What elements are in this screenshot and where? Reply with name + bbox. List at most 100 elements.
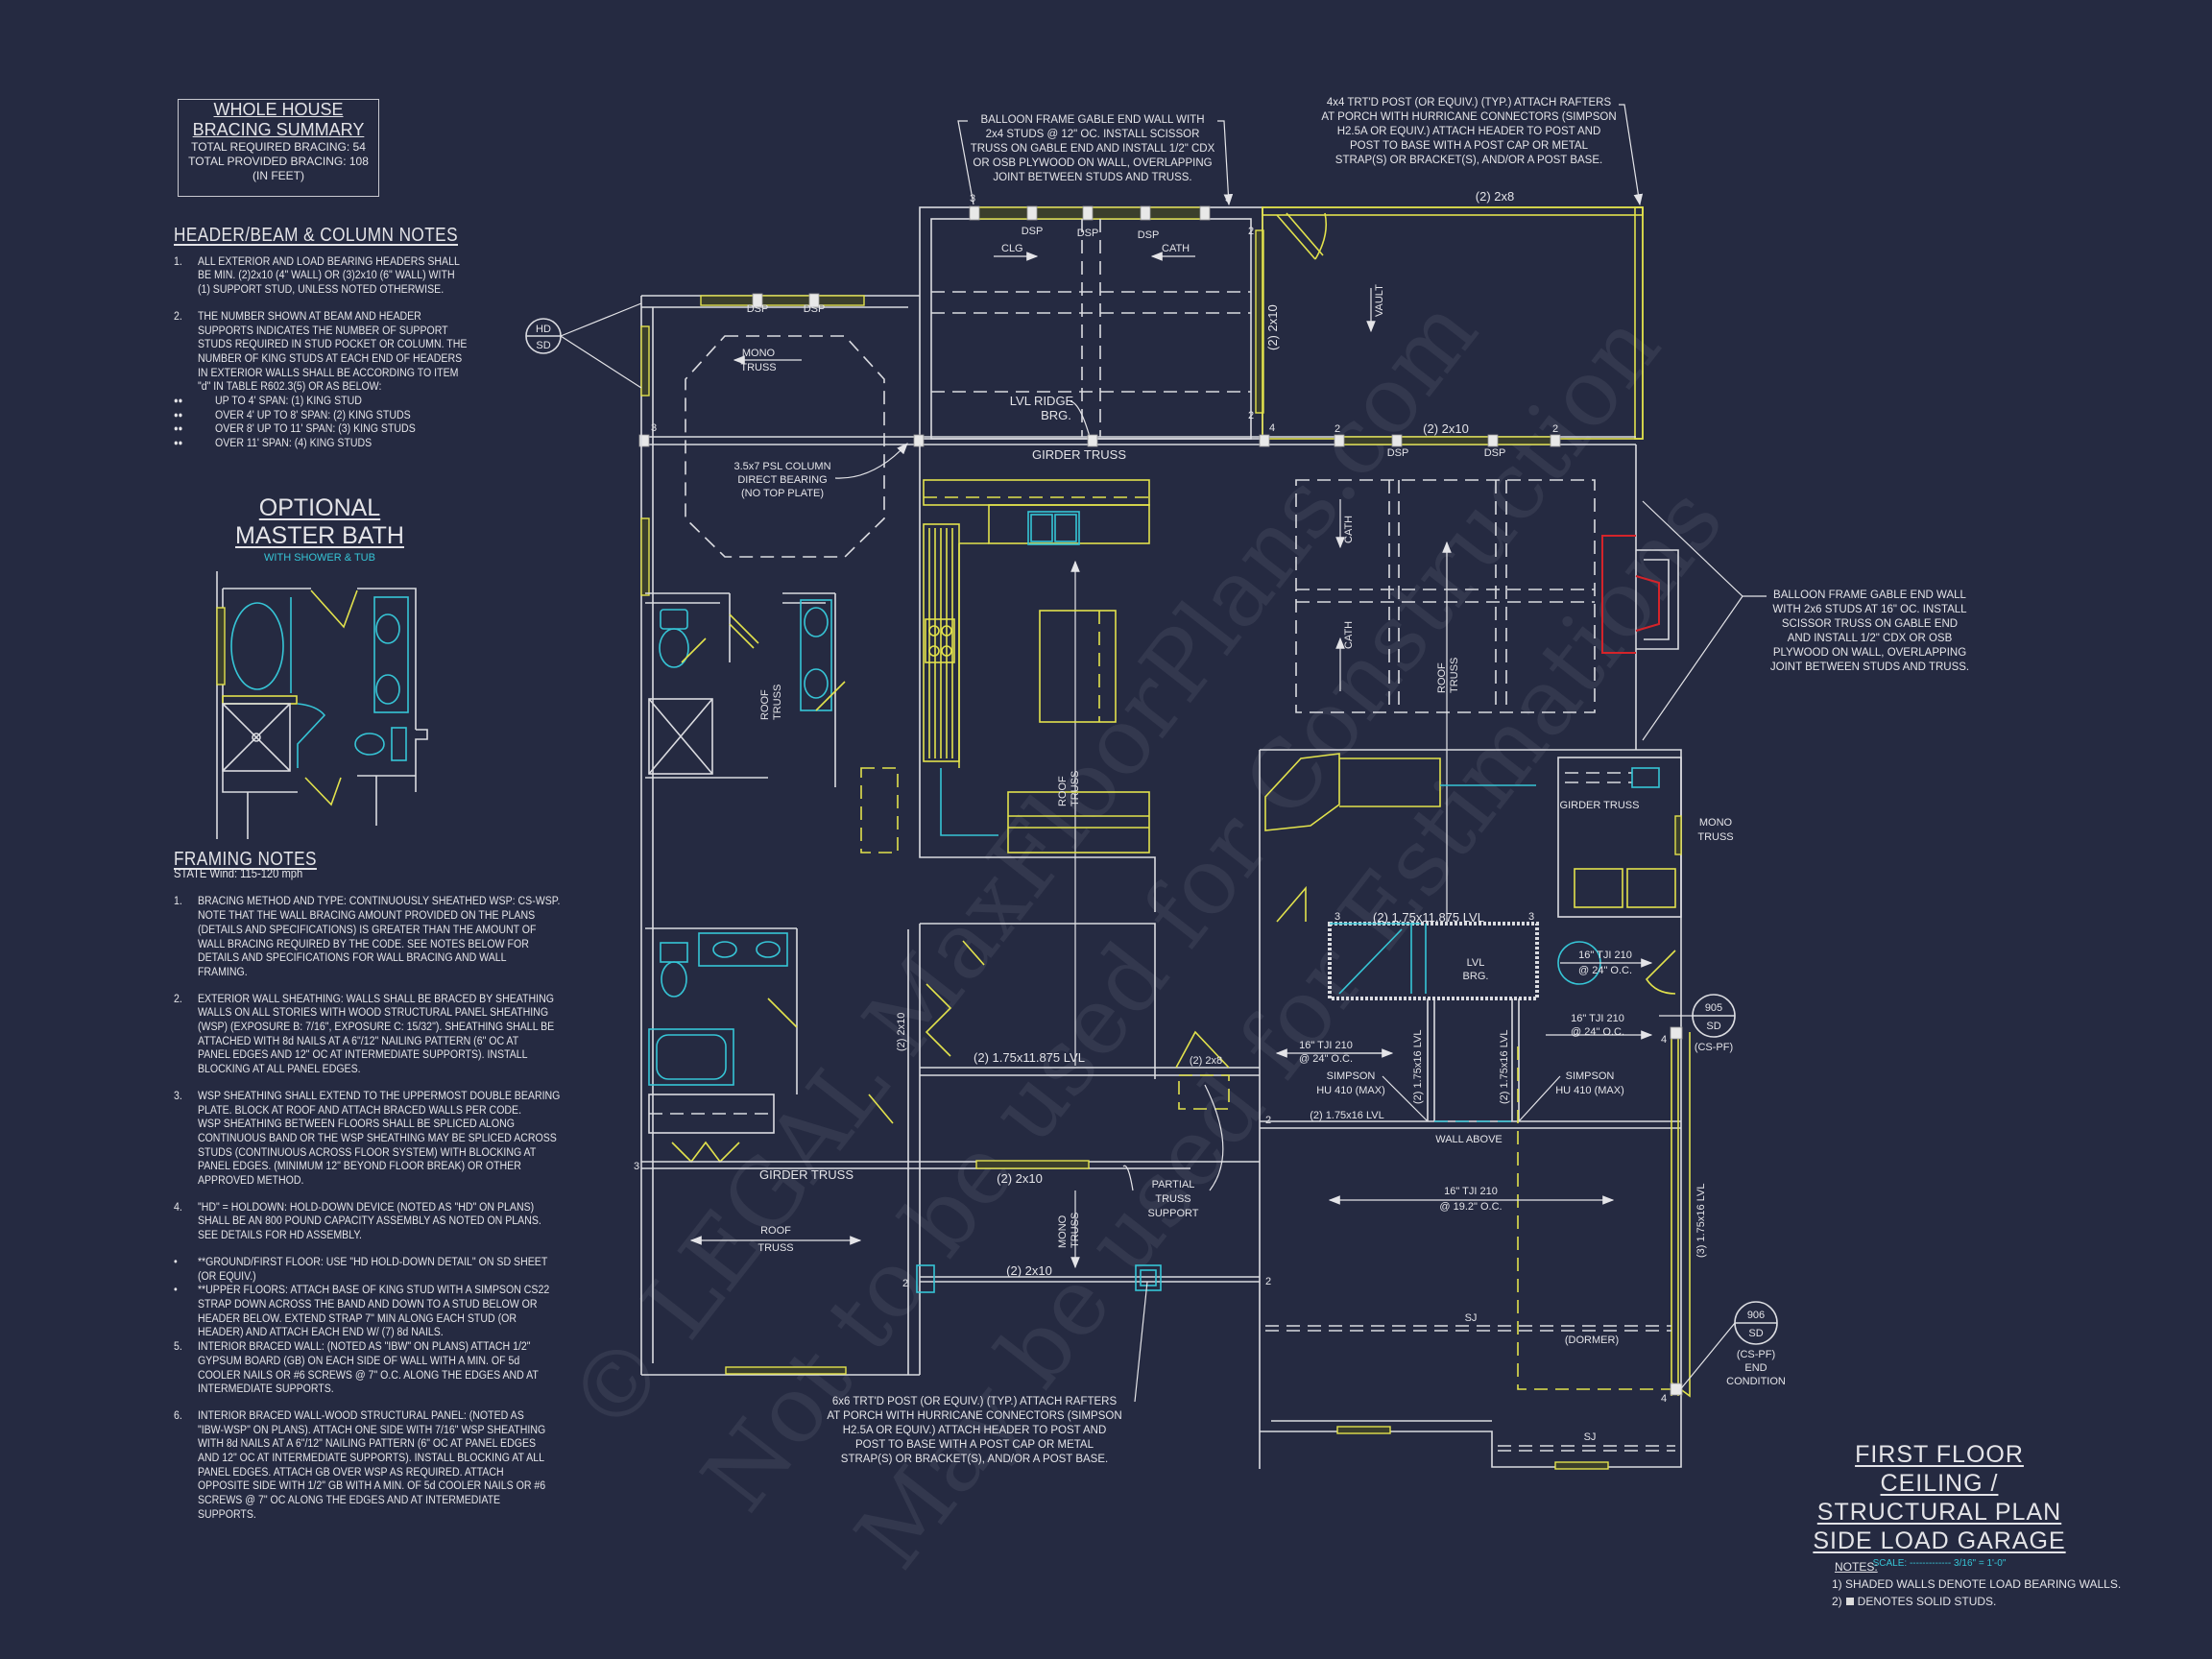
note-item: 3.WSP SHEATHING SHALL EXTEND TO THE UPPE… — [174, 1089, 560, 1188]
note-item: •**UPPER FLOORS: ATTACH BASE OF KING STU… — [174, 1283, 560, 1339]
note-line: (DETAILS AND SPECIFICATIONS) IS GREATER … — [197, 922, 537, 936]
mono-truss-label: MONO — [1699, 817, 1733, 829]
joist-label: 16" TJI 210 — [1571, 1013, 1624, 1024]
dining-and-front-porch: (2) 2x10 (2) 1.75x11.875 LVL (2) 2x8 GIR… — [634, 923, 1271, 1403]
hanger-label: HU 410 (MAX) — [1555, 1085, 1624, 1096]
lvl-brg-label: BRG. — [1463, 971, 1489, 982]
partial-truss-label: TRUSS — [1155, 1193, 1190, 1205]
callout-line: 6x6 TRT'D POST (OR EQUIV.) (TYP.) ATTACH… — [831, 1396, 1118, 1407]
tag-sub: END — [1744, 1362, 1767, 1374]
joist-label: 16" TJI 210 — [1578, 950, 1632, 961]
kitchen: ROOF TRUSS — [919, 445, 1156, 912]
callout-line: 4x4 TRT'D POST (OR EQUIV.) (TYP.) ATTACH… — [1326, 97, 1612, 108]
notes-heading: NOTES: — [1835, 1560, 1878, 1574]
tag-top: 905 — [1705, 1002, 1722, 1014]
note-line: BLOCKING AT ALL PANEL EDGES. — [197, 1062, 361, 1076]
roof-truss-label: TRUSS — [757, 1242, 793, 1254]
note-load-bearing: 1) SHADED WALLS DENOTE LOAD BEARING WALL… — [1832, 1577, 2122, 1591]
note-line: PANEL EDGES AND 12" OC AT INTERMEDIATE S… — [197, 1047, 528, 1062]
beam-label: (3) 1.75x16 LVL — [1695, 1184, 1707, 1258]
cathedral-label: CATH — [1343, 621, 1355, 649]
callout-line: BALLOON FRAME GABLE END WALL — [1773, 589, 1966, 601]
tag-sub: (CS-PF) — [1737, 1349, 1775, 1360]
girder-truss-label: GIRDER TRUSS — [759, 1167, 854, 1182]
header-notes-list: 1.ALL EXTERIOR AND LOAD BEARING HEADERS … — [174, 254, 467, 394]
callout-line: STRAP(S) OR BRACKET(S), AND/OR A POST BA… — [1334, 155, 1603, 166]
stud-count: 2 — [902, 1278, 908, 1289]
note-line: PLATE. BLOCK AT ROOF AND ATTACH BRACED W… — [197, 1102, 522, 1117]
note-item: 4."HD" = HOLDOWN: HOLD-DOWN DEVICE (NOTE… — [174, 1200, 560, 1242]
note-item: 1.BRACING METHOD AND TYPE: CONTINUOUSLY … — [174, 894, 560, 978]
stud-count: 4 — [1661, 1393, 1667, 1405]
callout-line: WITH 2x6 STUDS AT 16" OC. INSTALL — [1772, 604, 1967, 615]
note-line: NOTE THAT THE WALL BRACING AMOUNT PROVID… — [197, 908, 536, 923]
tag-bottom: SD — [536, 340, 550, 351]
mono-truss-label: TRUSS — [1697, 831, 1733, 843]
detail-tag-905[interactable]: 905 SD (CS-PF) — [1659, 994, 1736, 1053]
note-line: STRAP DOWN ACROSS THE BAND AND DOWN TO A… — [197, 1296, 538, 1310]
note-line: STUDS REQUIRED IN STUD POCKET OR COLUMN.… — [197, 337, 468, 351]
note-number: 1. — [174, 894, 182, 908]
note-item: 2.EXTERIOR WALL SHEATHING: WALLS SHALL B… — [174, 992, 560, 1076]
stud-count: 3 — [1334, 911, 1340, 923]
roof-truss-label: ROOF — [1057, 776, 1069, 806]
dormer-label: (DORMER) — [1565, 1334, 1619, 1346]
tag-sub: (CS-PF) — [1695, 1042, 1733, 1053]
bullet-icon: ●● — [174, 409, 183, 420]
note-line: SUPPORTS INDICATES THE NUMBER OF SUPPORT — [197, 323, 448, 337]
callout-line: JOINT BETWEEN STUDS AND TRUSS. — [1769, 661, 1970, 673]
porch-post-callout-top: 4x4 TRT'D POST (OR EQUIV.) (TYP.) ATTACH… — [1315, 96, 1623, 168]
tag-top: HD — [536, 324, 551, 335]
beam-label: (2) 1.75x11.875 LVL — [974, 1050, 1085, 1065]
girder-truss-label: GIRDER TRUSS — [1032, 447, 1126, 462]
framing-notes: FRAMING NOTES STATE Wind: 115-120 mph 1.… — [174, 850, 560, 1534]
note-line: WALLS ON ALL STORIES WITH WOOD STRUCTURA… — [197, 1005, 549, 1020]
note-number: 2) — [1832, 1595, 1842, 1608]
solid-stud-symbol-icon — [1845, 1598, 1854, 1605]
callout-line: PLYWOOD ON WALL, OVERLAPPING — [1772, 647, 1967, 659]
joist-label: @ 24" O.C. — [1578, 965, 1632, 976]
note-number: 2. — [174, 308, 182, 323]
note-line: NUMBER OF KING STUDS AT EACH END OF HEAD… — [197, 350, 463, 365]
header-beam-column-notes: HEADER/BEAM & COLUMN NOTES 1.ALL EXTERIO… — [174, 226, 467, 450]
cathedral-label: CATH — [1162, 243, 1190, 254]
callout-line: 2x4 STUDS @ 12" OC. INSTALL SCISSOR — [985, 129, 1200, 140]
dsp-label: DSP — [1077, 228, 1099, 239]
note-number: 6. — [174, 1407, 182, 1422]
bullet-text: OVER 11' SPAN: (4) KING STUDS — [215, 436, 373, 450]
note-line: PANEL EDGES. ATTACH GB OVER WSP AS REQUI… — [197, 1464, 504, 1479]
roof-truss-label: ROOF — [760, 1225, 791, 1237]
callout-line: BALLOON FRAME GABLE END WALL WITH — [980, 114, 1205, 126]
bracing-required: TOTAL REQUIRED BRACING: 54 — [191, 140, 366, 154]
note-line: WSP SHEATHING SHALL EXTEND TO THE UPPERM… — [197, 1088, 561, 1102]
note-number: • — [174, 1283, 178, 1297]
note-line: HEADER) AND ATTACH EACH END W/ (7) 8d NA… — [197, 1325, 444, 1339]
stud-count: 2 — [1248, 226, 1254, 237]
psl-column-label: (NO TOP PLATE) — [741, 488, 824, 499]
title-block-notes: NOTES: 1) SHADED WALLS DENOTE LOAD BEARI… — [1832, 1558, 2121, 1610]
note-line: WITH 8d NAILS AT A 6"/12" NAILING PATTER… — [197, 1436, 537, 1451]
note-line: EXTERIOR WALL SHEATHING: WALLS SHALL BE … — [197, 991, 554, 1005]
girder-truss-label: GIRDER TRUSS — [1560, 800, 1640, 811]
header-label: (2) 2x8 — [1190, 1055, 1222, 1067]
beam-label: (2) 1.75x16 LVL — [1310, 1110, 1383, 1121]
note-line: THE NUMBER SHOWN AT BEAM AND HEADER — [197, 308, 421, 323]
bath-title-line: MASTER BATH — [235, 522, 404, 549]
detail-tag-906[interactable]: 906 SD (CS-PF) END CONDITION — [1677, 1301, 1786, 1393]
dsp-label: DSP — [1138, 229, 1160, 241]
callout-line: H2.5A OR EQUIV.) ATTACH HEADER TO POST A… — [1336, 126, 1601, 137]
callout-line: AT PORCH WITH HURRICANE CONNECTORS (SIMP… — [827, 1410, 1122, 1422]
gable-end-callout-top: BALLOON FRAME GABLE END WALL WITH 2x4 STU… — [968, 113, 1217, 185]
king-stud-bullets: ●●UP TO 4' SPAN: (1) KING STUD●●OVER 4' … — [174, 394, 467, 450]
porch-post-callout-bottom: 6x6 TRT'D POST (OR EQUIV.) (TYP.) ATTACH… — [816, 1395, 1133, 1467]
cathedral-label: CATH — [1343, 516, 1355, 543]
note-text: INTERIOR BRACED WALL: (NOTED AS "IBW" ON… — [198, 1339, 539, 1396]
bullet-item: ●●OVER 11' SPAN: (4) KING STUDS — [174, 436, 467, 450]
note-line: CONTINUOUS BAND OR THE WSP SHEATHING MAY… — [197, 1130, 557, 1144]
bullet-icon: ●● — [174, 396, 183, 406]
mudroom-and-stair: GIRDER TRUSS MONO TRUSS (2) 1.75x11.875 … — [1259, 749, 1734, 1469]
stud-count: 4 — [1661, 1034, 1667, 1046]
holdown-detail-tag[interactable]: HD SD — [525, 302, 642, 389]
stud-count: 3 — [1528, 911, 1534, 923]
tag-bottom: SD — [1748, 1328, 1763, 1339]
